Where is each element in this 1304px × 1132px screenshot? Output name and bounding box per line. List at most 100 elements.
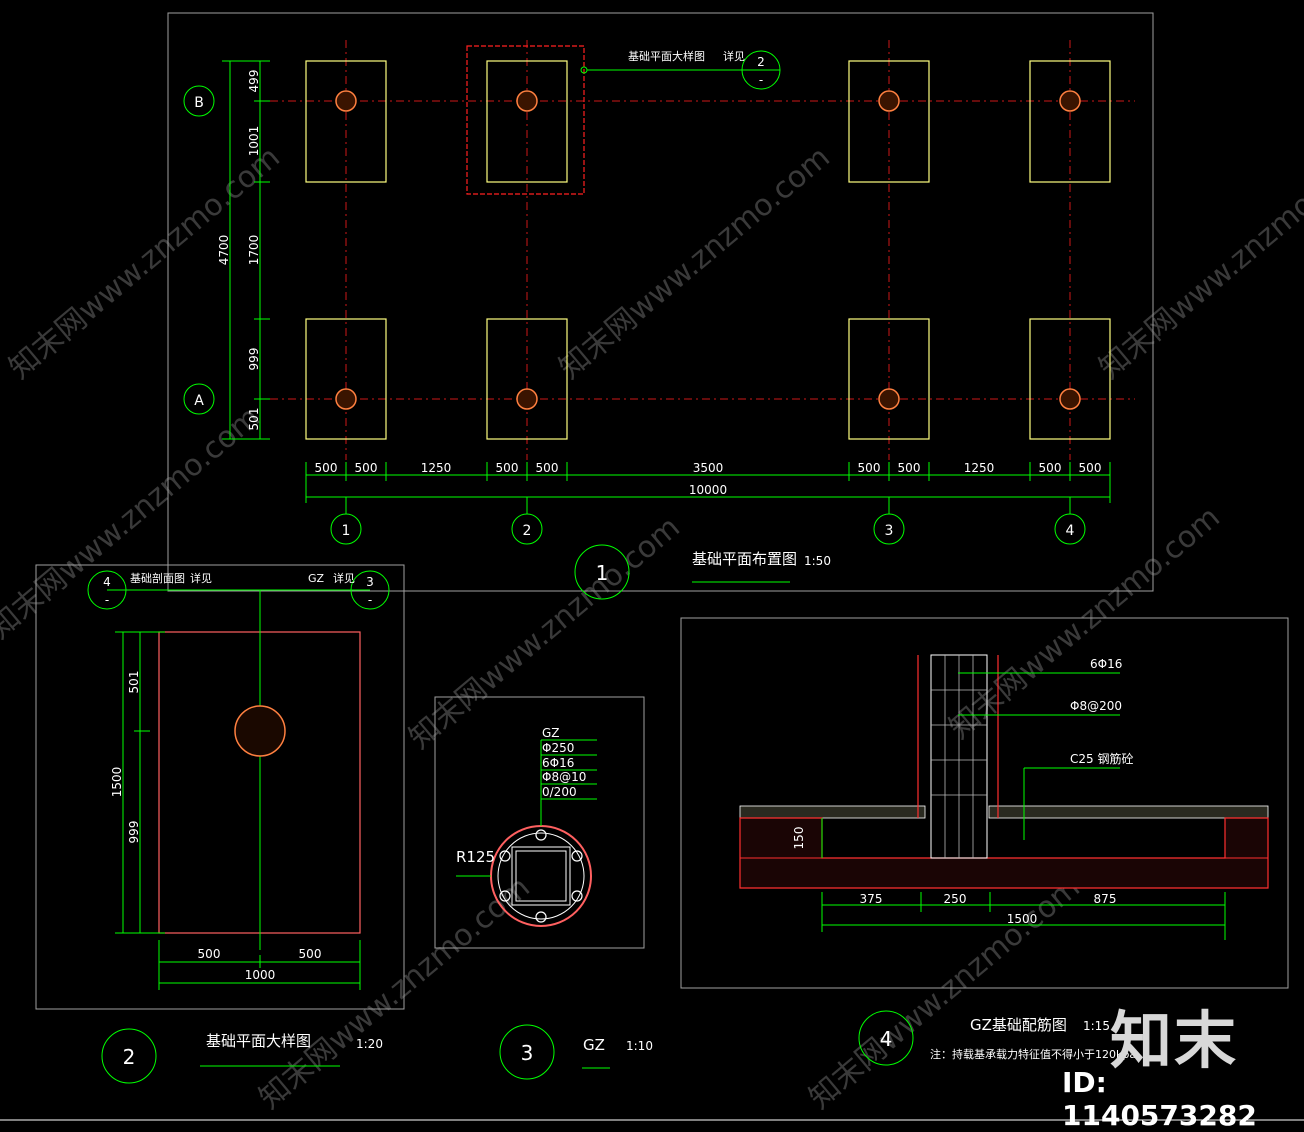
rebar-label: C25 钢筋砼 [1070,751,1133,766]
column-circle [335,90,357,112]
callout-right-sub: - [368,593,372,607]
callout-sub: - [759,73,763,87]
detail3-title: GZ [583,1036,605,1054]
dim-total-text: 4700 [217,235,231,266]
dim-text: 500 [315,461,338,475]
plan-title-block: 1 基础平面布置图 1:50 [574,544,831,600]
axis-bubble [511,513,543,545]
detail4-number: 4 [880,1027,893,1051]
callout-right-detail: 详见 [333,571,355,585]
detail2-frame [35,564,405,1010]
column-circle [1059,90,1081,112]
footing [848,60,930,183]
axis-bubble [330,513,362,545]
detail4-scale: 1:15 [1083,1019,1110,1033]
axis-bubble [1054,513,1086,545]
callout-left-label: 基础剖面图 [130,571,185,585]
dim-text: 1500 [110,767,124,798]
row-axis-labels: B A [183,85,215,415]
dim-text: 1000 [245,968,276,982]
detail2-scale: 1:20 [356,1037,383,1051]
detail2-title: 基础平面大样图 [206,1032,311,1050]
gz-label: GZ [542,726,560,740]
axis-label-1: 1 [342,523,351,539]
gz-label: Φ8@10 [542,770,586,784]
vertical-dim-text: 499 1001 1700 999 501 4700 [217,70,261,431]
footing [848,318,930,440]
column-circle [335,388,357,410]
dim-text: 1500 [1007,912,1038,926]
footing-group [305,60,1111,440]
column-circle [878,90,900,112]
plan-scale: 1:50 [804,554,831,568]
footing [486,60,568,183]
dim-text: 150 [792,827,806,850]
detail4-frame [680,617,1289,989]
callout-left-detail: 详见 [190,571,212,585]
callout-right-num: 3 [366,575,374,589]
vertical-dimensions [222,60,270,440]
dim-text: 501 [247,408,261,431]
dim-text: 501 [127,671,141,694]
detail-callout: 基础平面大样图 详见 2 - [580,49,781,90]
dim-text: 3500 [693,461,724,475]
dim-text: 500 [299,947,322,961]
detail2-column [234,705,286,757]
rebar-label: Φ8@200 [1070,699,1122,713]
plan-frame [167,12,1154,592]
rebar-label: 6Φ16 [1090,657,1122,671]
dim-text: 1250 [421,461,452,475]
highlight-box [466,45,585,195]
detail3-number: 3 [521,1041,534,1065]
footing-detail-plan: 4 - 3 - 基础剖面图 详见 GZ 详见 501 999 1500 500 … [35,564,405,1084]
dim-text: 499 [247,70,261,93]
column-circle [516,388,538,410]
detail4-title: GZ基础配筋图 [970,1016,1067,1034]
dim-text: 500 [1039,461,1062,475]
footing [1029,60,1111,183]
dim-text: 500 [496,461,519,475]
footing [305,318,387,440]
axis-label-3: 3 [885,523,894,539]
callout-detail: 详见 [723,49,745,63]
dim-text: 999 [247,348,261,371]
footing [1029,318,1111,440]
gz-column-section: GZ Φ250 6Φ16 Φ8@10 0/200 R125 3 GZ 1:10 [434,696,653,1080]
dim-text: 500 [355,461,378,475]
axis-label-A: A [194,393,204,409]
watermark-text: 知末网www.znzmo.com [553,140,837,386]
callout-right-label: GZ [308,572,325,585]
dim-text: 500 [198,947,221,961]
detail3-frame [434,696,645,949]
brand-logo-text: 知末 [1110,1004,1239,1077]
plan-number: 1 [596,561,609,585]
foundation-plan: B A 499 1001 1700 999 501 4700 [167,12,1154,600]
dim-text: 375 [860,892,883,906]
callout-label: 基础平面大样图 [628,49,705,63]
watermark-text: 知末网www.znzmo.com [253,870,537,1116]
radius-label: R125 [456,848,495,866]
gz-label: 6Φ16 [542,756,574,770]
watermark-layer: 知末网www.znzmo.com 知末网www.znzmo.com 知末网www… [0,140,1304,1116]
footing [305,60,387,183]
column-circle [516,90,538,112]
watermark-text: 知末网www.znzmo.com [0,400,267,646]
dim-text: 1001 [247,126,261,157]
watermark-text: 知末网www.znzmo.com [1093,140,1304,386]
dim-text: 1700 [247,235,261,266]
column-group [335,90,1081,410]
dim-text: 500 [898,461,921,475]
gz-label: Φ250 [542,741,574,755]
dim-text: 875 [1094,892,1117,906]
column-circle [1059,388,1081,410]
watermark-text: 知末网www.znzmo.com [803,870,1087,1116]
gz-footing-rebar: 6Φ16 Φ8@200 C25 钢筋砼 150 375 250 875 1500… [680,617,1289,1066]
detail3-scale: 1:10 [626,1039,653,1053]
horizontal-dimensions [305,462,1111,514]
callout-left-sub: - [105,593,109,607]
gz-label: 0/200 [542,785,577,799]
dim-text: 1250 [964,461,995,475]
axis-bubble [183,85,215,117]
axis-bubble [873,513,905,545]
